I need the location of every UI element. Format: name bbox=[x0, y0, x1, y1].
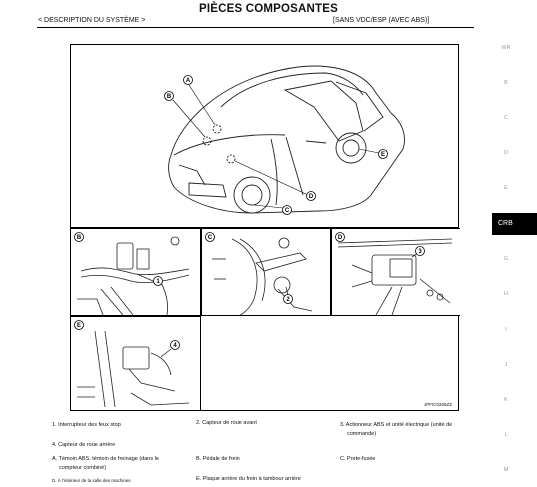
svg-text:B: B bbox=[167, 94, 172, 100]
side-tab-b[interactable]: B bbox=[504, 80, 508, 86]
svg-text:C: C bbox=[208, 235, 213, 241]
caption-item-4: 4. Capteur de roue arrière bbox=[52, 442, 116, 448]
svg-text:3: 3 bbox=[418, 249, 422, 255]
side-tab-j[interactable]: J bbox=[504, 362, 508, 368]
callout-1: 1 bbox=[153, 276, 163, 286]
callout-a: A bbox=[183, 75, 193, 85]
section-label: < DESCRIPTION DU SYSTÈME > bbox=[38, 17, 146, 24]
callout-4: 4 bbox=[170, 340, 180, 350]
caption-item-e: E. Plaque arrière du frein à tambour arr… bbox=[196, 476, 301, 482]
page-title: PIÈCES COMPOSANTES bbox=[198, 3, 339, 15]
side-tab-c[interactable]: C bbox=[504, 115, 508, 121]
caption-item-3-line1: 3. Actionneur ABS et unité électrique (u… bbox=[340, 422, 453, 428]
svg-text:1: 1 bbox=[156, 279, 160, 285]
detail-cell-e: E 4 bbox=[71, 316, 201, 410]
rear-sensor-drawing: E 4 bbox=[74, 320, 190, 408]
detail-cell-c: C 2 bbox=[201, 228, 331, 316]
brake-switch-drawing: B 1 bbox=[74, 232, 190, 315]
cell-letter-e: E bbox=[74, 320, 84, 330]
svg-text:D: D bbox=[309, 194, 314, 200]
cell-letter-d: D bbox=[335, 232, 345, 242]
front-sensor-drawing: C 2 bbox=[205, 232, 313, 315]
vehicle-overview: A B C E D bbox=[71, 45, 458, 228]
side-tab-g[interactable]: G bbox=[503, 256, 509, 262]
side-tab-i[interactable]: I bbox=[505, 327, 507, 333]
figure-code: JPFIC0206ZZ bbox=[423, 402, 452, 407]
svg-text:2: 2 bbox=[286, 297, 290, 303]
svg-text:C: C bbox=[285, 208, 290, 214]
header-rule bbox=[37, 27, 474, 28]
vehicle-drawing: A B C E D bbox=[164, 65, 405, 215]
caption-item-c: C. Porte-fusée bbox=[340, 456, 376, 462]
caption-item-a-line1: A. Témoin ABS, témoin de freinage (dans … bbox=[52, 456, 159, 462]
svg-text:E: E bbox=[77, 323, 81, 329]
svg-text:4: 4 bbox=[173, 343, 177, 349]
side-tab-h[interactable]: H bbox=[504, 291, 508, 297]
side-tab-d[interactable]: D bbox=[504, 150, 508, 156]
caption-item-a-line2: compteur combiné) bbox=[59, 465, 107, 471]
side-tab-l[interactable]: L bbox=[504, 432, 508, 438]
caption-item-d: D. À l'intérieur de la salle des machine… bbox=[52, 478, 131, 483]
svg-text:B: B bbox=[77, 235, 82, 241]
callout-e: E bbox=[378, 149, 388, 159]
abs-actuator-drawing: D 3 bbox=[335, 232, 453, 315]
side-tab-wr[interactable]: WR bbox=[501, 45, 511, 51]
callout-d: D bbox=[306, 191, 316, 201]
caption-item-3-line2: commande) bbox=[347, 431, 377, 437]
side-tab-m[interactable]: M bbox=[503, 467, 509, 473]
side-tab-k[interactable]: K bbox=[504, 397, 508, 403]
svg-text:D: D bbox=[338, 235, 343, 241]
component-figure: A B C E D B 1 bbox=[70, 44, 460, 411]
callout-3: 3 bbox=[415, 246, 425, 256]
caption-item-b: B. Pédale de frein bbox=[196, 456, 240, 462]
svg-text:A: A bbox=[186, 78, 191, 84]
side-tab-crb[interactable]: CRB bbox=[492, 213, 537, 235]
callout-b: B bbox=[164, 91, 174, 101]
caption-item-1: 1. Interrupteur des feux stop bbox=[52, 422, 121, 428]
side-tab-e[interactable]: E bbox=[504, 185, 508, 191]
detail-cell-b: B 1 bbox=[71, 228, 201, 316]
svg-text:E: E bbox=[381, 152, 385, 158]
detail-cell-d: D 3 bbox=[331, 228, 460, 316]
caption-item-a: A. Témoin ABS, témoin de freinage (dans … bbox=[52, 455, 159, 473]
callout-c: C bbox=[282, 205, 292, 215]
callout-2: 2 bbox=[283, 294, 293, 304]
variant-label: [SANS VDC/ESP (AVEC ABS)] bbox=[333, 17, 430, 24]
caption-item-3: 3. Actionneur ABS et unité électrique (u… bbox=[340, 421, 452, 439]
cell-letter-c: C bbox=[205, 232, 215, 242]
cell-letter-b: B bbox=[74, 232, 84, 242]
caption-item-2: 2. Capteur de roue avant bbox=[196, 420, 257, 426]
